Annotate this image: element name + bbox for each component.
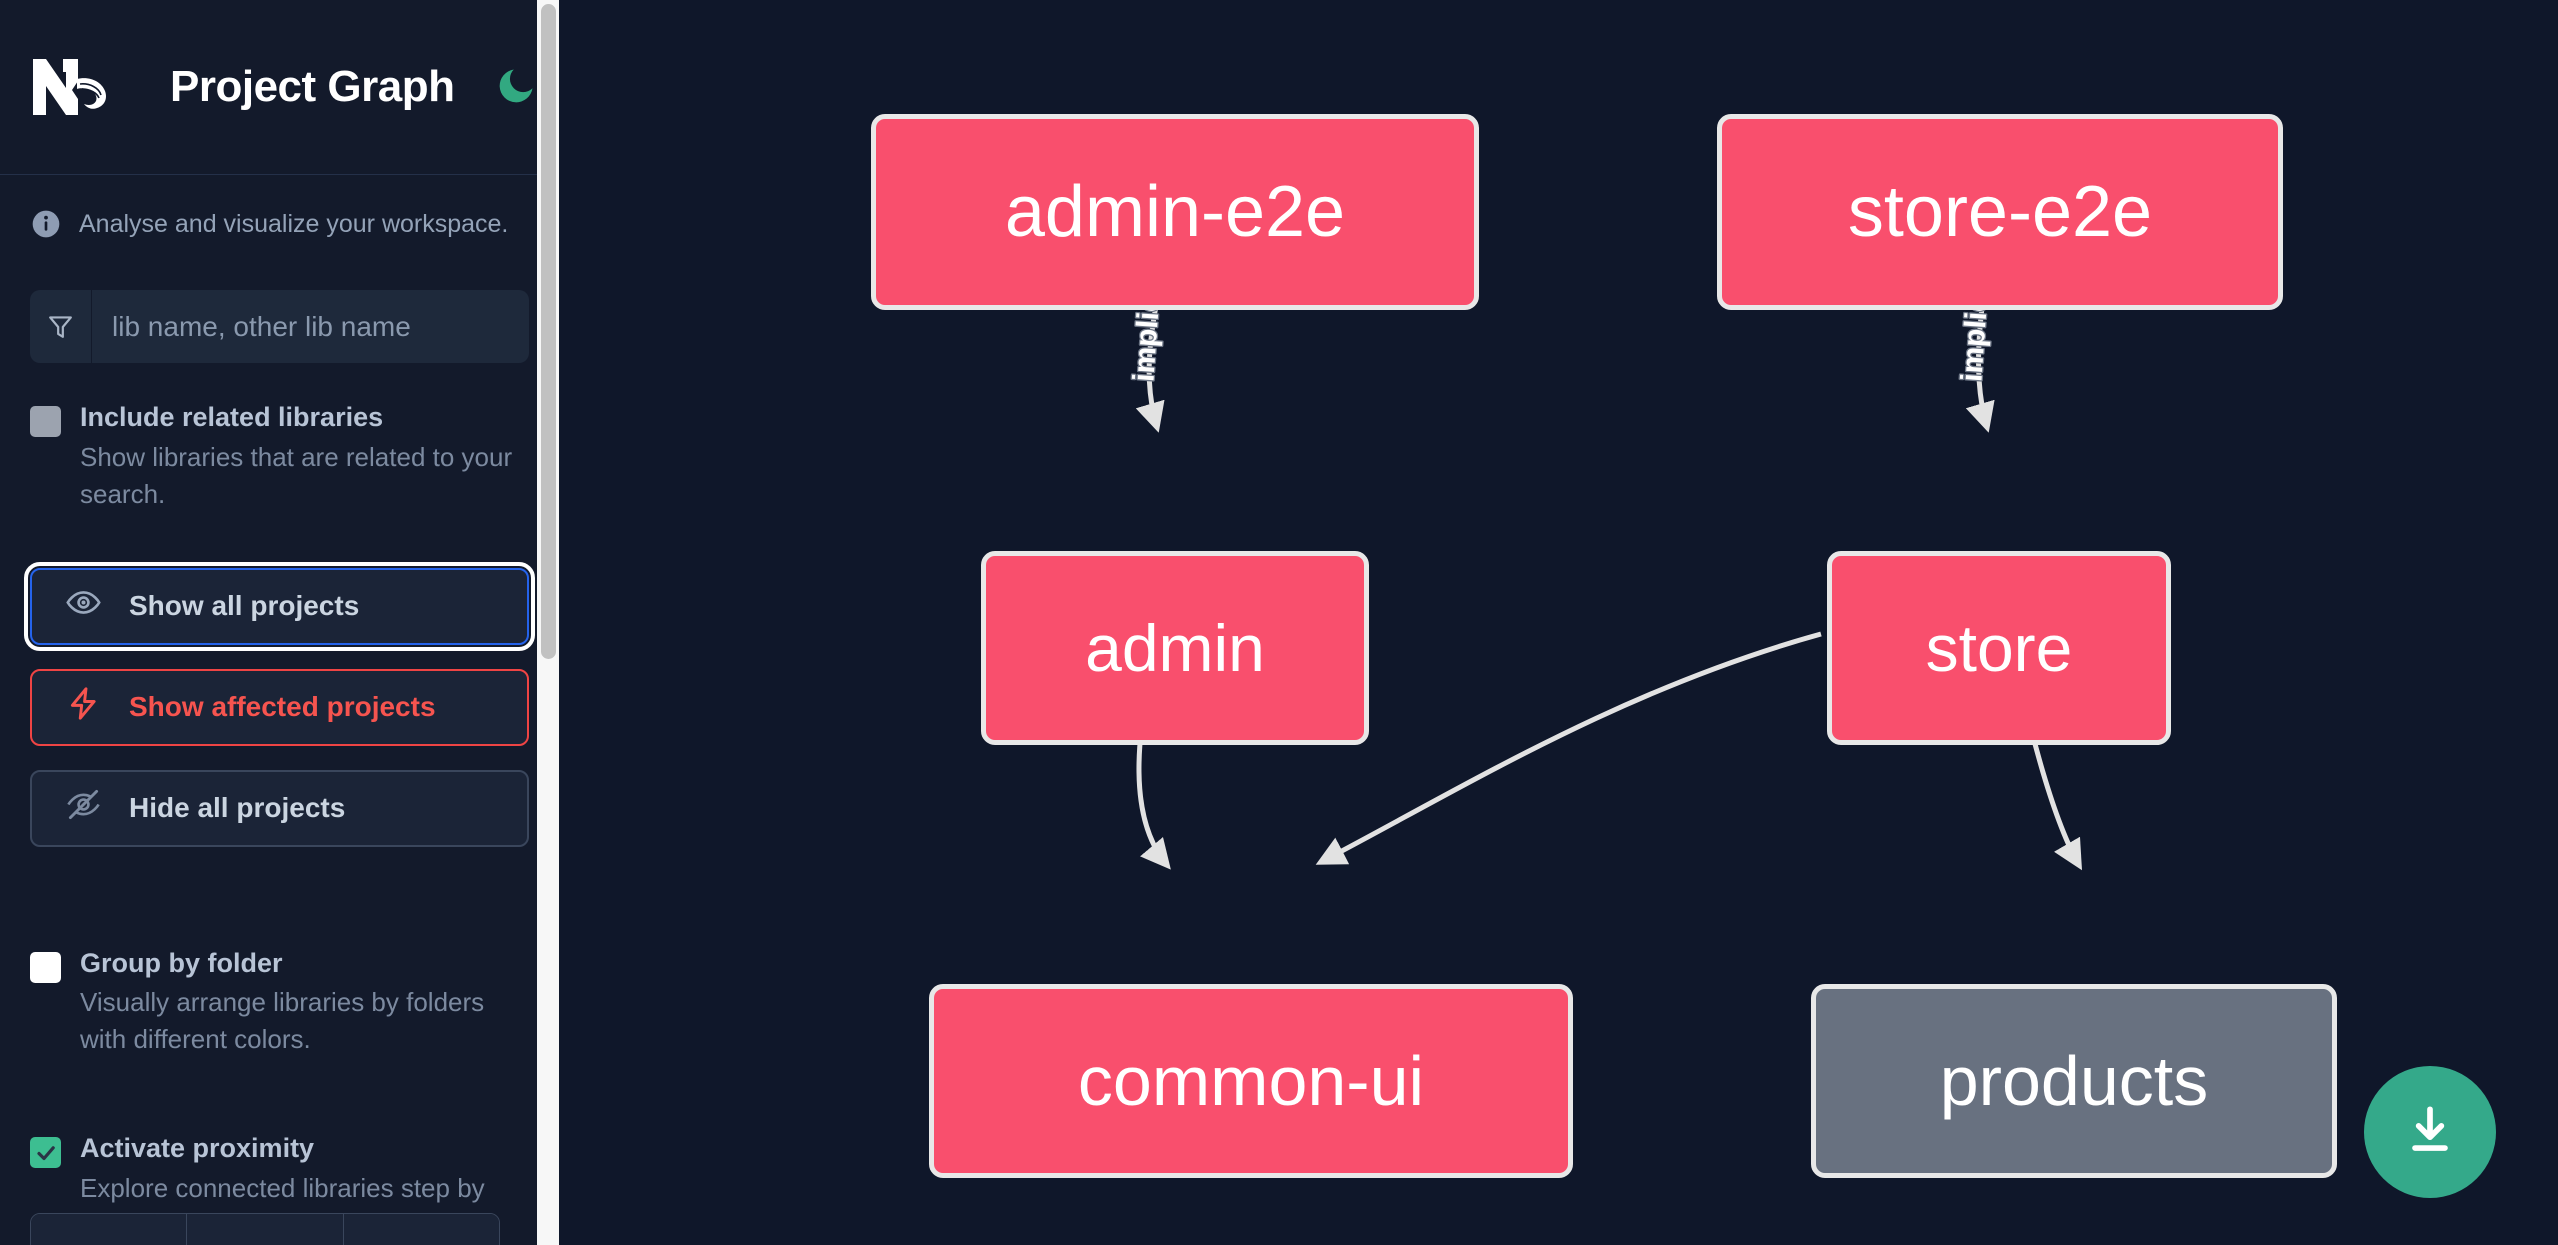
proximity-step-decrease[interactable] (31, 1214, 188, 1245)
filter-box[interactable] (30, 290, 529, 363)
group-by-folder-checkbox[interactable] (30, 951, 61, 983)
visibility-button-group: Show all projects Show affected projects (24, 561, 535, 847)
include-related-libraries-checkbox[interactable] (30, 406, 61, 437)
project-graph-canvas[interactable]: implicit implicit admin-e2e store-e2e ad… (559, 0, 2558, 1245)
workspace-info-text: Analyse and visualize your workspace. (79, 209, 509, 238)
graph-node-store-e2e[interactable]: store-e2e (1717, 114, 2283, 310)
graph-node-label: admin (1085, 611, 1265, 685)
sidebar-header: Project Graph (0, 0, 559, 175)
sidebar-scrollbar-track[interactable] (537, 0, 559, 1245)
funnel-icon (30, 290, 92, 363)
page-title: Project Graph (170, 62, 455, 111)
activate-proximity-checkbox[interactable] (30, 1137, 61, 1169)
show-all-projects-button[interactable]: Show all projects (24, 561, 535, 651)
download-graph-button[interactable] (2364, 1066, 2496, 1198)
graph-node-store[interactable]: store (1827, 551, 2171, 745)
sidebar: Project Graph Analyse and v (0, 0, 559, 1245)
show-all-projects-label: Show all projects (129, 590, 360, 622)
download-icon (2399, 1100, 2461, 1165)
proximity-step-increase[interactable] (343, 1214, 499, 1245)
moon-icon (494, 64, 538, 111)
search-input[interactable] (92, 290, 529, 363)
graph-node-products[interactable]: products (1811, 984, 2337, 1178)
include-related-libraries-description: Show libraries that are related to your … (80, 441, 513, 509)
workspace-info: Analyse and visualize your workspace. (30, 208, 529, 240)
graph-node-common-ui[interactable]: common-ui (929, 984, 1573, 1178)
show-affected-projects-label: Show affected projects (129, 691, 436, 723)
proximity-step-control[interactable] (30, 1213, 500, 1245)
show-affected-projects-button[interactable]: Show affected projects (30, 668, 529, 746)
group-by-folder-label: Group by folder (80, 947, 283, 978)
activate-proximity-label: Activate proximity (80, 1133, 315, 1164)
graph-node-label: admin-e2e (1004, 172, 1346, 252)
graph-node-admin-e2e[interactable]: admin-e2e (871, 114, 1479, 310)
hide-all-projects-button[interactable]: Hide all projects (30, 769, 529, 847)
sidebar-scrollbar-thumb[interactable] (541, 4, 556, 659)
graph-node-label: products (1939, 1042, 2209, 1120)
eye-off-icon (65, 786, 102, 830)
graph-node-label: common-ui (1077, 1042, 1425, 1120)
proximity-step-value[interactable] (187, 1214, 344, 1245)
lightning-icon (65, 685, 102, 729)
hide-all-projects-label: Hide all projects (129, 792, 346, 824)
info-icon (30, 208, 62, 240)
edge-store-to-common-ui (1315, 631, 1822, 865)
checkmark-icon (36, 1145, 55, 1160)
graph-node-label: store (1925, 611, 2073, 685)
checkbox-activate-proximity[interactable]: Activate proximity Explore connected lib… (30, 1132, 529, 1244)
checkbox-include-related-libraries[interactable]: Include related libraries Show libraries… (30, 401, 529, 513)
theme-toggle-button[interactable] (494, 61, 538, 113)
sidebar-body: Analyse and visualize your workspace. In… (0, 208, 559, 1244)
checkbox-group-by-folder[interactable]: Group by folder Visually arrange librari… (30, 947, 529, 1059)
graph-node-admin[interactable]: admin (981, 551, 1369, 745)
graph-node-label: store-e2e (1847, 172, 2153, 252)
include-related-libraries-label: Include related libraries (80, 402, 384, 432)
eye-icon (65, 584, 102, 628)
nx-logo (30, 51, 125, 123)
group-by-folder-description: Visually arrange libraries by folders wi… (80, 987, 485, 1055)
